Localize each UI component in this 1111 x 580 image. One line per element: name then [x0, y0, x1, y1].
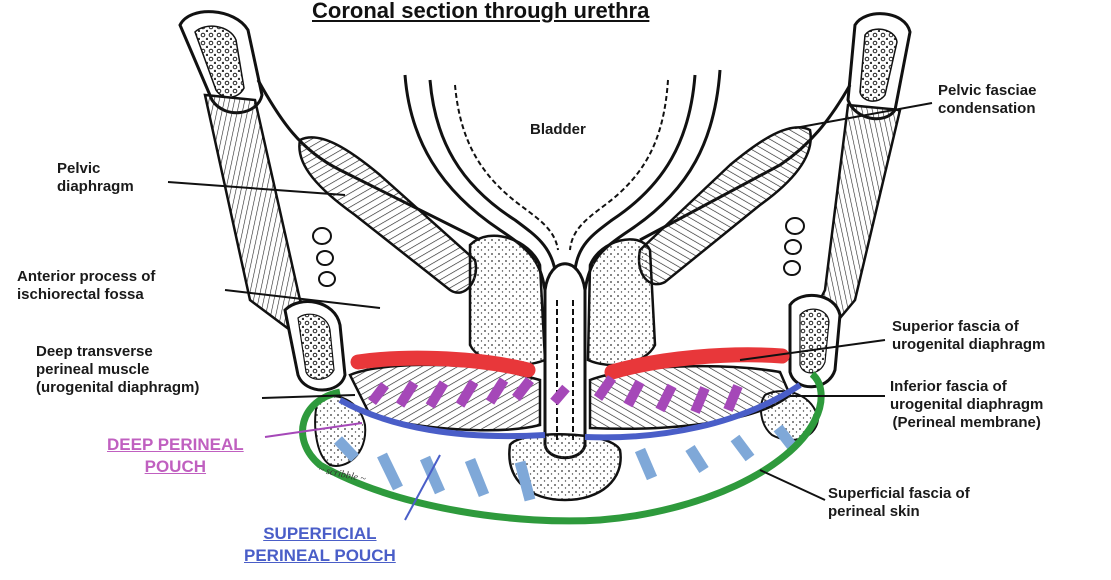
artist-signature: ~ scribble ~	[317, 464, 367, 485]
label-superficial-perineal-pouch: SUPERFICIAL PERINEAL POUCH	[244, 523, 396, 567]
label-deep-transverse: Deep transverse perineal muscle (urogeni…	[36, 343, 199, 397]
label-pelvic-fasciae: Pelvic fasciae condensation	[938, 82, 1036, 118]
urethra	[545, 264, 585, 458]
label-deep-perineal-pouch: DEEP PERINEAL POUCH	[107, 434, 244, 478]
label-pelvic-diaphragm: Pelvic diaphragm	[57, 160, 134, 196]
right-levator-ani	[639, 127, 811, 284]
label-anterior-process: Anterior process of ischiorectal fossa	[17, 268, 155, 304]
label-superior-fascia: Superior fascia of urogenital diaphragm	[892, 318, 1045, 354]
right-vessels	[784, 218, 804, 275]
label-inferior-fascia: Inferior fascia of urogenital diaphragm …	[890, 378, 1043, 432]
left-bone-bottom	[285, 302, 345, 390]
left-stippled-mass	[470, 236, 545, 365]
right-bone-top	[848, 14, 910, 119]
label-bladder: Bladder	[530, 121, 586, 139]
left-levator-ani	[299, 137, 476, 292]
label-superficial-fascia: Superficial fascia of perineal skin	[828, 485, 970, 521]
diagram-title: Coronal section through urethra	[312, 0, 649, 24]
right-stippled-mass	[588, 239, 655, 365]
left-vessels	[313, 228, 335, 286]
